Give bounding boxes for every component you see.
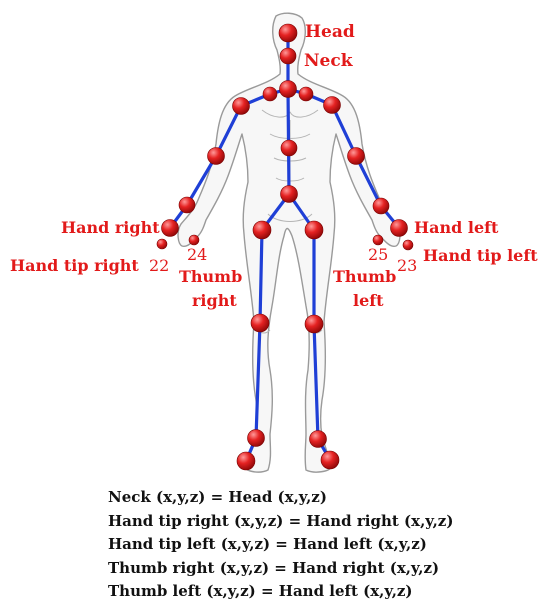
equation-thumb-right: Thumb right (x,y,z) = Hand right (x,y,z) xyxy=(108,557,453,581)
joint-hand-right xyxy=(162,220,179,237)
joint-hip-right xyxy=(253,221,271,239)
equation-hand-tip-right: Hand tip right (x,y,z) = Hand right (x,y… xyxy=(108,510,453,534)
label-hand-tip-left: Hand tip left xyxy=(423,246,538,265)
joint-ankle-left xyxy=(310,431,327,448)
equation-hand-tip-left: Hand tip left (x,y,z) = Hand left (x,y,z… xyxy=(108,533,453,557)
joint-thumb-right xyxy=(189,235,199,245)
joint-knee-left xyxy=(305,315,323,333)
joint-foot-left xyxy=(321,451,339,469)
joint-hand-tip-left xyxy=(403,240,413,250)
label-hand-tip-right: Hand tip right xyxy=(10,256,139,275)
label-thumb-left-line2: left xyxy=(353,291,384,310)
label-joint-number-25: 25 xyxy=(368,245,388,264)
label-hand-right: Hand right xyxy=(61,218,160,237)
joint-spine-mid xyxy=(281,140,297,156)
joint-equations-list: Neck (x,y,z) = Head (x,y,z) Hand tip rig… xyxy=(108,486,453,604)
joint-wrist-left xyxy=(373,198,389,214)
equation-thumb-left: Thumb left (x,y,z) = Hand left (x,y,z) xyxy=(108,580,453,604)
joint-foot-right xyxy=(237,452,255,470)
joint-shoulder-right xyxy=(233,98,250,115)
label-hand-left: Hand left xyxy=(414,218,499,237)
joint-thumb-left xyxy=(373,235,383,245)
joint-elbow-left xyxy=(348,148,365,165)
label-joint-number-23: 23 xyxy=(397,256,417,275)
label-joint-number-24: 24 xyxy=(187,245,207,264)
label-joint-number-22: 22 xyxy=(149,256,169,275)
label-thumb-right-line1: Thumb xyxy=(179,267,242,286)
joint-spine-base xyxy=(281,186,298,203)
joint-elbow-right xyxy=(208,148,225,165)
joint-neck xyxy=(280,48,296,64)
joint-shoulder-right-inner xyxy=(263,87,277,101)
joint-wrist-right xyxy=(179,197,195,213)
joint-ankle-right xyxy=(248,430,265,447)
joint-shoulder-left xyxy=(324,97,341,114)
label-thumb-left-line1: Thumb xyxy=(333,267,396,286)
joint-knee-right xyxy=(251,314,269,332)
joint-hand-tip-right xyxy=(157,239,167,249)
label-head: Head xyxy=(305,22,355,42)
label-thumb-right-line2: right xyxy=(192,291,237,310)
joint-head xyxy=(279,24,297,42)
joint-hip-left xyxy=(305,221,323,239)
joint-hand-left xyxy=(391,220,408,237)
joint-spine-shoulder xyxy=(280,81,297,98)
label-neck: Neck xyxy=(304,51,354,71)
joint-shoulder-left-inner xyxy=(299,87,313,101)
equation-neck-head: Neck (x,y,z) = Head (x,y,z) xyxy=(108,486,453,510)
bone-thigh-right xyxy=(260,230,262,323)
